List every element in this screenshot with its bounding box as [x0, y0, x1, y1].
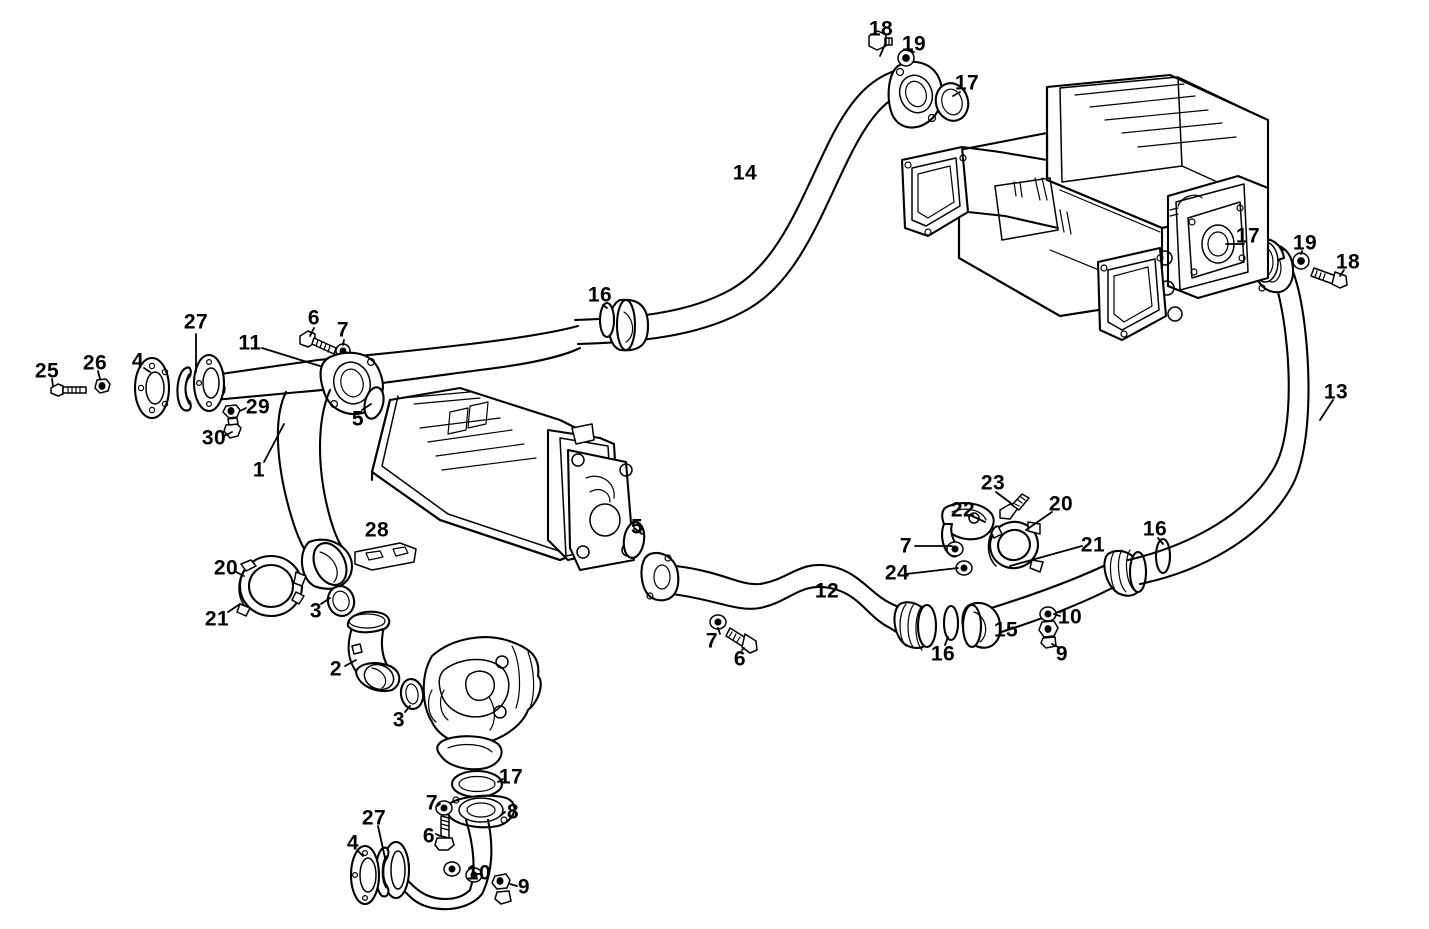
callout-26: 26	[82, 351, 108, 375]
callout-14: 14	[732, 161, 758, 185]
callout-28: 28	[364, 518, 390, 542]
callout-7-c: 7	[705, 629, 719, 653]
callout-17-a: 17	[954, 71, 980, 95]
part-16-o-ring-pipe-a	[598, 301, 616, 339]
callout-10-b: 10	[466, 861, 492, 885]
callout-23: 23	[980, 471, 1006, 495]
callout-24: 24	[884, 561, 910, 585]
part-lower-return-pipe	[381, 818, 493, 911]
callout-17-c: 17	[498, 765, 524, 789]
part-19-washer-bolt-a	[897, 49, 915, 67]
callout-3-b: 3	[392, 708, 406, 732]
callout-3-a: 3	[309, 599, 323, 623]
callout-25: 25	[34, 359, 60, 383]
part-12-transfer-pipe-lower	[640, 552, 938, 651]
part-28-mounting-strap	[354, 542, 417, 571]
callout-17-b: 17	[1235, 224, 1261, 248]
callout-16-a: 16	[587, 283, 613, 307]
part-5-o-ring-cooler-a	[363, 386, 385, 420]
part-16-o-ring-pipe-b	[942, 604, 960, 642]
part-16-o-ring-pipe-c	[1154, 537, 1172, 575]
callout-22: 22	[950, 498, 976, 522]
part-18-hex-bolt-long-b	[1310, 267, 1348, 289]
callout-13: 13	[1323, 380, 1349, 404]
callout-21-b: 21	[1080, 533, 1106, 557]
leader-lines	[51, 41, 1345, 887]
part-1-coolant-pipe-upper-left	[276, 388, 354, 590]
callout-16-b: 16	[930, 642, 956, 666]
callout-18-a: 18	[868, 17, 894, 41]
part-2-elbow-hose-connector	[346, 610, 401, 692]
callout-20-b: 20	[1048, 492, 1074, 516]
callout-5-b: 5	[630, 515, 644, 539]
callout-29: 29	[245, 395, 271, 419]
callout-6-b: 6	[733, 647, 747, 671]
callout-9-a: 9	[1055, 642, 1069, 666]
callout-11: 11	[238, 331, 262, 355]
callout-1: 1	[252, 458, 266, 482]
callout-27-b: 27	[361, 806, 387, 830]
part-18-hex-bolt-long-a	[868, 30, 893, 51]
part-4-flange-ring-b	[192, 353, 226, 413]
callout-5-a: 5	[351, 407, 365, 431]
part-7-washer-lower	[443, 861, 461, 877]
part-23-bolt-bracket	[999, 493, 1030, 520]
part-7-washer-c	[709, 614, 727, 630]
callout-2: 2	[329, 657, 343, 681]
part-4-flange-ring-a	[133, 356, 171, 420]
assembly-egr-cooler-body	[370, 386, 636, 572]
part-3-o-ring-small-b	[399, 678, 425, 710]
callout-7-b: 7	[899, 534, 913, 558]
callout-18-b: 18	[1335, 250, 1361, 274]
callout-4-b: 4	[346, 831, 360, 855]
callout-15: 15	[993, 618, 1019, 642]
callout-21-a: 21	[204, 607, 230, 631]
part-20-v-band-clamp-b	[987, 520, 1044, 573]
part-4-flange-ring-c	[349, 844, 381, 906]
part-29-nut-small	[222, 404, 241, 419]
callout-10-a: 10	[1057, 605, 1083, 629]
callout-4-a: 4	[131, 349, 145, 373]
part-14-charge-air-pipe-upper	[573, 60, 944, 352]
part-19-washer-bolt-b	[1292, 252, 1310, 270]
callout-7-a: 7	[336, 318, 350, 342]
callout-8: 8	[506, 800, 520, 824]
callout-20-a: 20	[213, 556, 239, 580]
part-7-washer-d	[435, 800, 453, 816]
part-3-o-ring-small-a	[326, 585, 356, 617]
part-25-screw	[50, 383, 87, 397]
callout-27-a: 27	[183, 310, 209, 334]
assembly-turbocharger-housing	[422, 636, 542, 771]
callout-9-b: 9	[517, 875, 531, 899]
part-15-connector-pipe-short	[961, 549, 1148, 649]
part-6-hex-bolt-b	[725, 627, 758, 654]
part-11-inlet-pipe	[212, 324, 582, 402]
part-7-washer-b	[946, 541, 964, 557]
part-6-hex-bolt-a	[299, 330, 337, 355]
callout-19-a: 19	[901, 32, 927, 56]
assembly-charge-air-cooler-body	[900, 73, 1270, 342]
part-17-gasket-oval-c	[450, 769, 504, 799]
callout-6-a: 6	[307, 306, 321, 330]
callout-7-d: 7	[425, 791, 439, 815]
callout-6-c: 6	[422, 824, 436, 848]
callout-30: 30	[201, 426, 227, 450]
callout-12: 12	[814, 579, 840, 603]
part-9-stud-bolt-a	[1038, 620, 1059, 649]
part-27-retaining-clip-a	[176, 366, 192, 412]
callout-19-b: 19	[1292, 231, 1318, 255]
part-26-nut	[94, 378, 111, 394]
part-20-v-band-clamp-a	[236, 554, 307, 618]
part-9-stud-bolt-b	[491, 873, 512, 905]
callout-16-c: 16	[1142, 517, 1168, 541]
part-6-hex-bolt-c	[434, 815, 455, 851]
part-8-connection-flange	[446, 794, 516, 829]
